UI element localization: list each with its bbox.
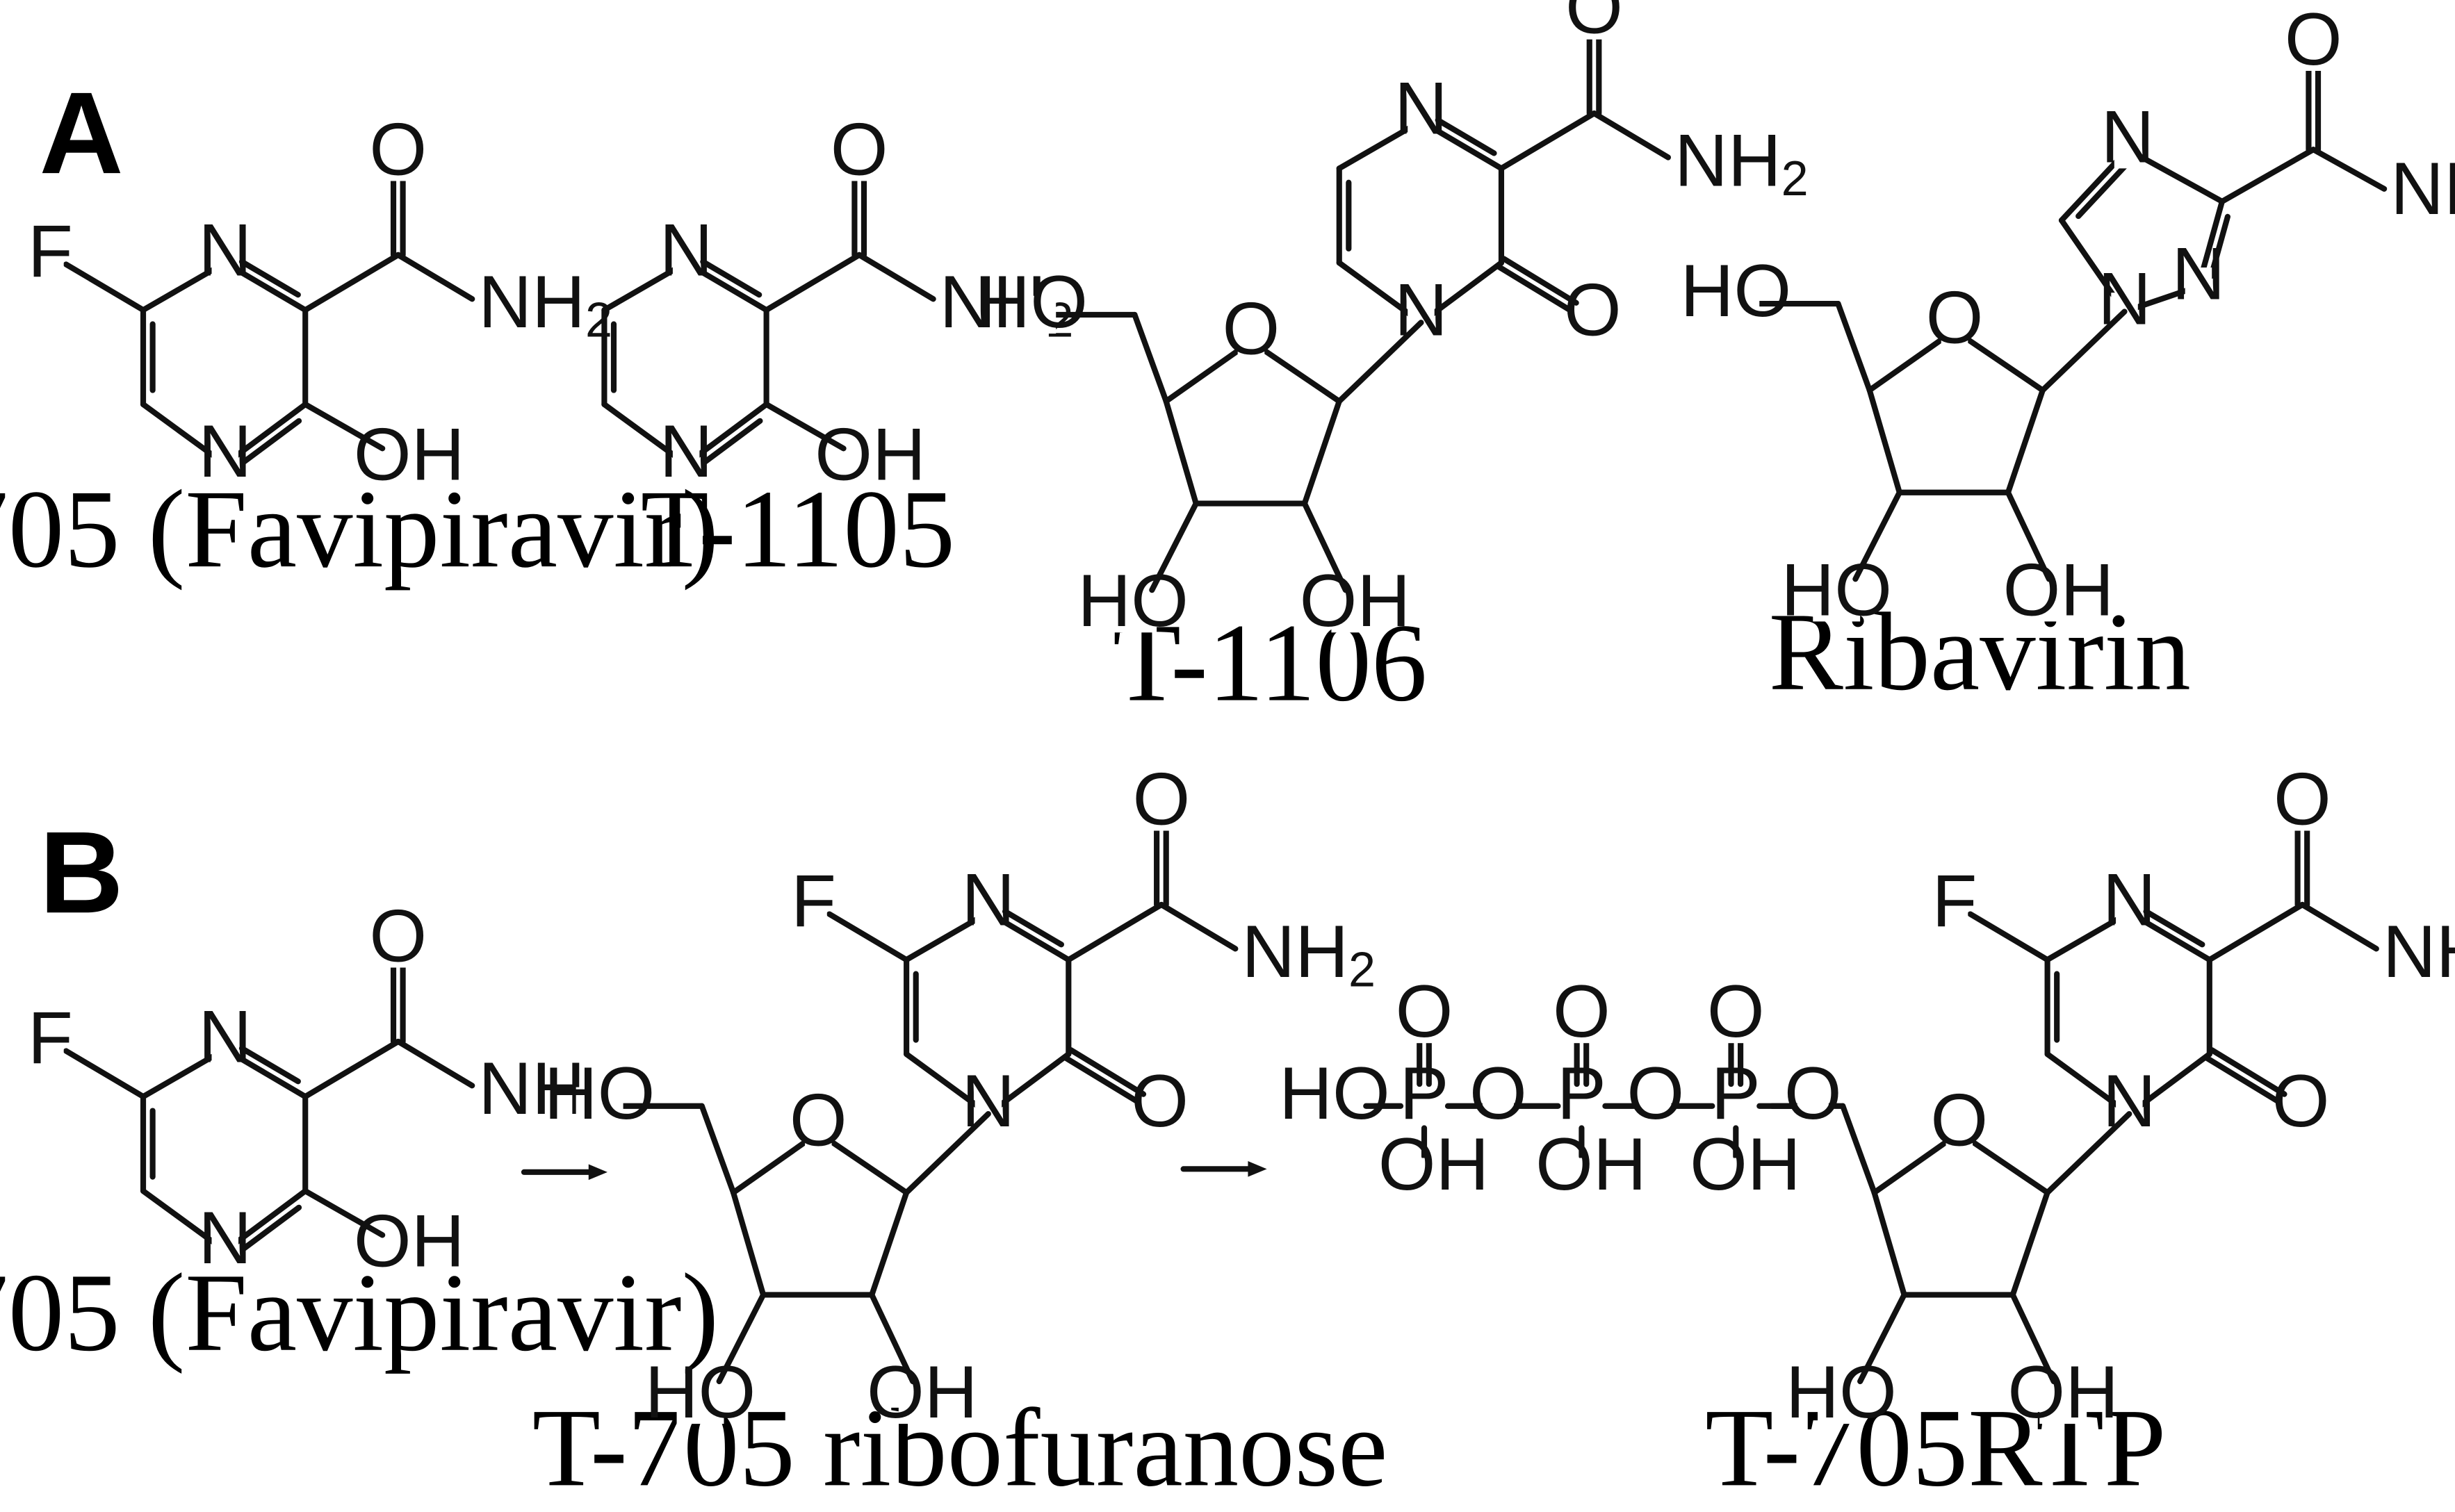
phosphate-hydroxyl-1-label: OH — [1690, 1123, 1801, 1206]
hydroxyl-2-label: OH — [2007, 1351, 2119, 1433]
nitrogen-n1-label: N — [198, 208, 252, 291]
fluorine-label: F — [791, 860, 836, 943]
carbonyl-oxygen-label: O — [369, 108, 427, 190]
carbonyl-oxygen-label: O — [2285, 0, 2342, 81]
triazole-n4-label: N — [2101, 95, 2155, 178]
nitrogen-n4-label: N — [660, 410, 713, 493]
carbonyl-oxygen-label: O — [1133, 757, 1191, 840]
fluorine-label: F — [28, 211, 73, 293]
carbonyl-oxygen-label: O — [369, 894, 427, 977]
fluorine-label: F — [28, 997, 73, 1080]
carbonyl-oxygen-label: O — [2274, 757, 2331, 840]
sugar-ring-oxygen-label: O — [1930, 1078, 1988, 1161]
ring-carbonyl-oxygen-label: O — [1564, 268, 1622, 351]
phosphoryl-oxygen-2-label: O — [1553, 970, 1610, 1053]
hydroxyl-2-label: OH — [2003, 548, 2114, 631]
phosphate-hydroxyl-3-label: OH — [1378, 1123, 1490, 1206]
nitrogen-label: N — [2103, 858, 2156, 941]
caption-t705-a: T-705 (Favipiravir) — [0, 467, 719, 591]
phosphorus-2-label: P — [1557, 1052, 1606, 1135]
ring-carbonyl-oxygen-label: O — [2272, 1060, 2330, 1142]
hydroxyl-3-label: HO — [1077, 559, 1189, 642]
reaction-arrow-2 — [1180, 1161, 1267, 1177]
hydroxyl-2-label: OH — [1300, 559, 1411, 642]
amide-nh2-label: NH2 — [1674, 119, 1809, 206]
bridge-oxygen-beta-label: O — [1626, 1052, 1684, 1135]
nitrogen-n1-label: N — [660, 208, 713, 291]
ring-carbonyl-oxygen-label: O — [1131, 1060, 1189, 1142]
amide-nh2-label: NH2 — [2383, 910, 2455, 997]
nitrogen-label: N — [961, 858, 1015, 941]
hydroxyl-label: OH — [815, 413, 926, 496]
hydroxyl-3-label: HO — [645, 1351, 756, 1433]
hydroxyl-2-label: OH — [867, 1351, 978, 1433]
triazole-n2-label: N — [2172, 232, 2226, 315]
hydroxyl-label: OH — [354, 1200, 465, 1283]
nitrogen-n1-label: N — [198, 995, 252, 1078]
hydroxyl-5-label: HO — [977, 261, 1088, 343]
phosphate-hydroxyl-2-label: OH — [1535, 1123, 1647, 1206]
reaction-arrow-1 — [521, 1164, 607, 1181]
amide-nh2-label: NH2 — [2390, 147, 2455, 234]
caption-t705rtp: T-705RTP — [1705, 1386, 2166, 1509]
sugar-ring-oxygen-label: O — [1926, 277, 1984, 359]
bridge-oxygen-alpha-label: O — [1469, 1052, 1527, 1135]
nitrogen-n4-label: N — [198, 1197, 252, 1279]
panel-label-b: B — [40, 807, 124, 937]
hydroxyl-label: OH — [354, 413, 465, 496]
fluorine-label: F — [1932, 860, 1977, 943]
molecule-t705rtp: NNONH2OFOHOOHPOOHPOOHPOOHOOOHO — [1279, 757, 2455, 1433]
sugar-ring-oxygen-label: O — [1223, 288, 1280, 370]
nitrogen-label: N — [1394, 67, 1448, 150]
phosphoryl-oxygen-3-label: O — [1396, 970, 1453, 1053]
caption-t705-ribofuranose: T-705 ribofuranose — [532, 1386, 1388, 1509]
hydroxyl-3-label: HO — [1786, 1351, 1897, 1433]
phosphorus-1-label: P — [1711, 1052, 1761, 1135]
nitrogen-n4-label: N — [198, 410, 252, 493]
hydroxyl-5-label: HO — [544, 1052, 655, 1135]
phosphoryl-oxygen-1-label: O — [1707, 970, 1765, 1053]
terminal-hydroxyl-label: HO — [1279, 1052, 1390, 1135]
sugar-ring-oxygen-label: O — [790, 1078, 847, 1161]
carbonyl-oxygen-label: O — [831, 108, 888, 190]
hydroxyl-5-label: HO — [1681, 249, 1792, 332]
molecule-ribavirin: NNNONH2OHOOHHO — [1681, 0, 2455, 631]
bridge-oxygen-5-label: O — [1784, 1052, 1842, 1135]
carbonyl-oxygen-label: O — [1565, 0, 1623, 49]
hydroxyl-3-label: HO — [1781, 548, 1892, 631]
panel-label-a: A — [40, 67, 124, 198]
amide-nh2-label: NH2 — [478, 261, 612, 347]
caption-t705-b: T-705 (Favipiravir) — [0, 1251, 719, 1374]
caption-t1105: T-1105 — [641, 467, 956, 591]
phosphorus-3-label: P — [1400, 1052, 1449, 1135]
amide-nh2-label: NH2 — [1241, 910, 1376, 997]
